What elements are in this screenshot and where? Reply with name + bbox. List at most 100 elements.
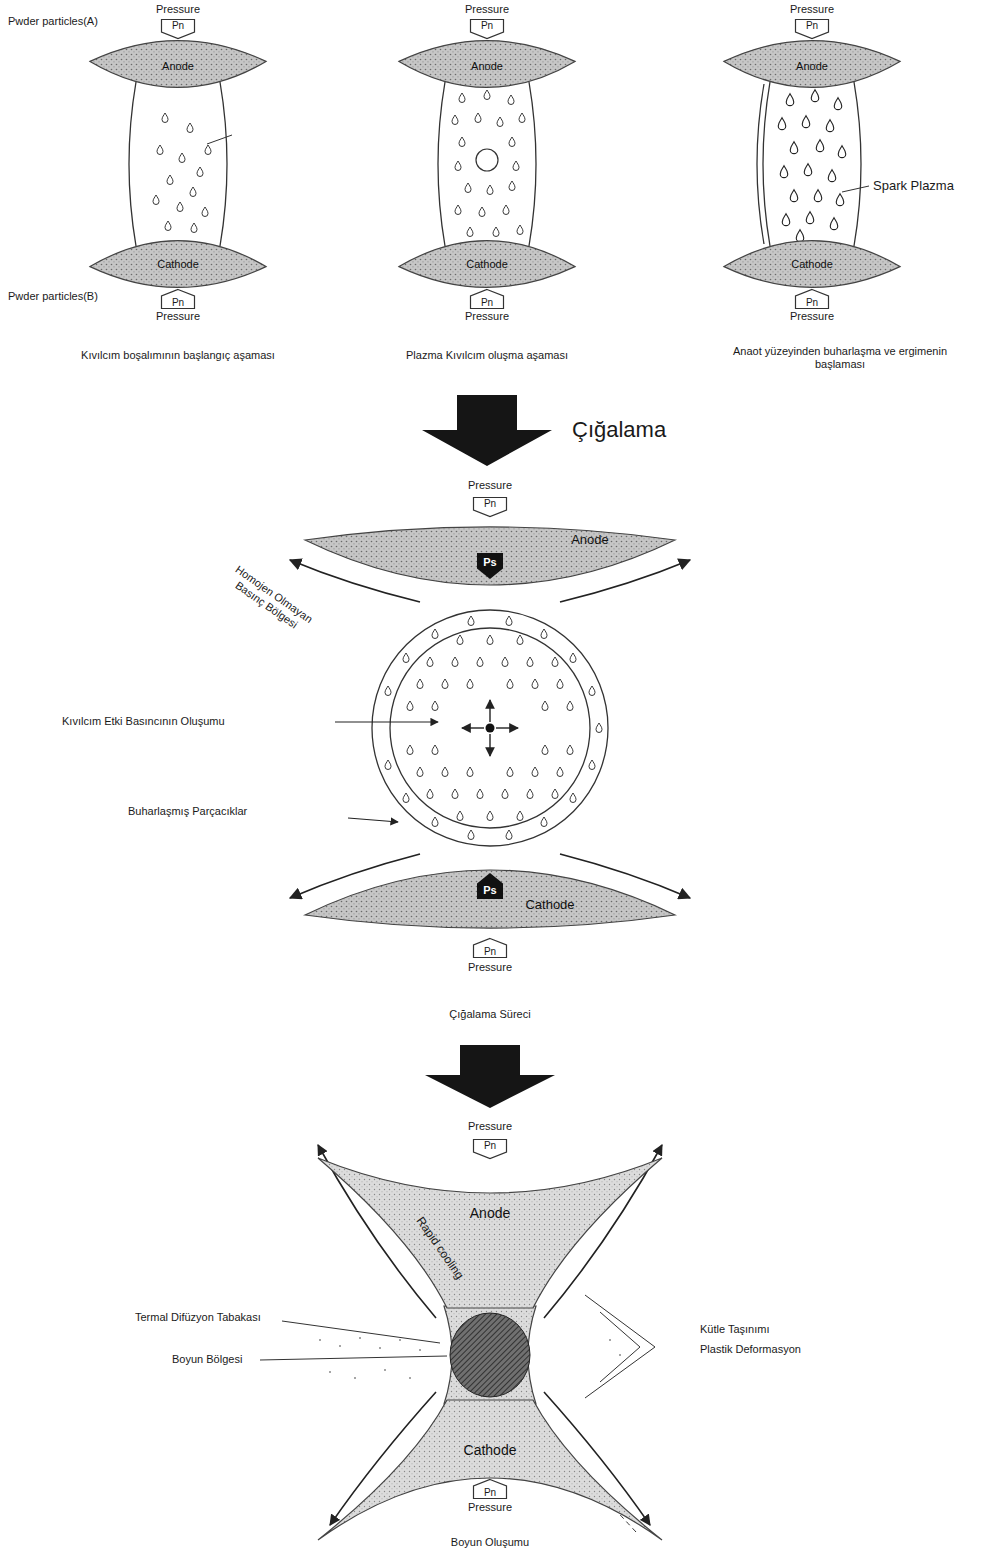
text-label: Pressure (465, 3, 509, 16)
pressure-arrow-box: Pn (161, 19, 195, 39)
illustration-use (509, 181, 515, 191)
text-label: Kütle Taşınımı (700, 1323, 770, 1336)
text-label: Pressure (468, 961, 512, 974)
text-label: Boyun Oluşumu (451, 1536, 529, 1549)
illustration-use (497, 117, 503, 127)
illustration-circle (409, 1377, 411, 1379)
illustration-use (442, 767, 448, 777)
node-label: Pn (172, 297, 184, 309)
illustration-use (407, 701, 413, 711)
illustration-line (348, 818, 398, 822)
pressure-arrow-box-shape (796, 290, 829, 309)
illustration-use (506, 616, 512, 626)
node-label: Pn (484, 1487, 496, 1499)
illustration-use (455, 205, 461, 215)
illustration-use (507, 767, 513, 777)
illustration-circle (384, 1369, 386, 1371)
illustration-use (557, 767, 563, 777)
illustration-use (557, 679, 563, 689)
illustration-circle (359, 1337, 361, 1339)
stage-arrow (422, 395, 552, 466)
cathode-electrode: Cathode Ps (305, 855, 675, 930)
illustration-use (567, 701, 573, 711)
illustration-use (552, 789, 558, 799)
cathode-electrode-shape (399, 241, 575, 288)
illustration-use (506, 830, 512, 840)
anode-electrode-shape (399, 41, 575, 88)
illustration-circle (399, 1339, 401, 1341)
illustration-use (589, 760, 595, 770)
anode-electrode: Anode (724, 38, 900, 90)
plasma-ring (372, 610, 608, 846)
text-label: Boyun Bölgesi (172, 1353, 242, 1366)
illustration-circle (379, 1347, 381, 1349)
illustration-use (804, 164, 812, 176)
illustration-use (468, 616, 474, 626)
anode-electrode-shape (724, 41, 900, 88)
vaporized-particles (385, 616, 602, 840)
cathode-electrode: Cathode (90, 238, 266, 290)
node-label: Pn (481, 297, 493, 309)
illustration-circle (339, 1345, 341, 1347)
neck-core (450, 1313, 530, 1397)
illustration-use (191, 223, 197, 233)
illustration-path (438, 82, 536, 246)
pressure-arrow-box: Pn (473, 938, 507, 958)
illustration-line (282, 1321, 440, 1343)
spark-point (476, 149, 498, 171)
illustration-circle (354, 1377, 356, 1379)
cathode-electrode-shape (90, 241, 266, 288)
spark-pressure-box-shape (477, 553, 503, 579)
illustration-use (836, 194, 844, 206)
illustration-use (814, 190, 822, 202)
node-label: Cathode (157, 258, 199, 271)
illustration-use (202, 207, 208, 217)
illustration-use (542, 745, 548, 755)
pressure-arrow-box: Pn (470, 289, 504, 309)
illustration-use (459, 137, 465, 147)
illustration-circle (419, 1349, 421, 1351)
node-label: Cathode (525, 898, 574, 913)
illustration-use (452, 115, 458, 125)
text-label: Pressure (468, 479, 512, 492)
illustration-use (187, 123, 193, 133)
powder-particles (153, 113, 211, 233)
node-label: Pn (484, 498, 496, 510)
illustration-path (585, 1295, 655, 1398)
illustration-use (517, 635, 523, 645)
node-label: Pn (481, 20, 493, 32)
illustration-use (796, 230, 804, 242)
illustration-use (432, 817, 438, 827)
illustration-use (153, 195, 159, 205)
illustration-circle (329, 1371, 331, 1373)
pressure-arrow-box-shape (474, 1140, 507, 1159)
illustration-use (513, 161, 519, 171)
illustration-line (489, 734, 490, 756)
illustration-use (552, 657, 558, 667)
pressure-arrow-box-shape (474, 498, 507, 517)
illustration-use (567, 745, 573, 755)
pressure-arrow-box: Pn (795, 289, 829, 309)
node-label: Ps (483, 884, 496, 897)
illustration-use (487, 811, 493, 821)
illustration-use (828, 170, 836, 182)
illustration-use (493, 227, 499, 237)
illustration-use (407, 745, 413, 755)
illustration-use (417, 767, 423, 777)
anode-electrode: Anode (318, 1158, 662, 1310)
pressure-arrow-box-shape (474, 939, 507, 958)
illustration-use (177, 202, 183, 212)
text-label: Buharlaşmış Parçacıklar (128, 805, 247, 818)
stage-arrow (425, 1045, 555, 1108)
text-label: Pressure (156, 310, 200, 323)
pressure-arrow-box-shape (162, 290, 195, 309)
anode-electrode: Anode (90, 38, 266, 90)
illustration-use (532, 679, 538, 689)
text-label: Pwder particles(B) (8, 290, 98, 303)
illustration-use (802, 116, 810, 128)
spark-pressure-box: Ps (477, 553, 503, 579)
anode-electrode-shape (90, 41, 266, 88)
illustration-use (403, 653, 409, 663)
illustration-use (508, 95, 514, 105)
